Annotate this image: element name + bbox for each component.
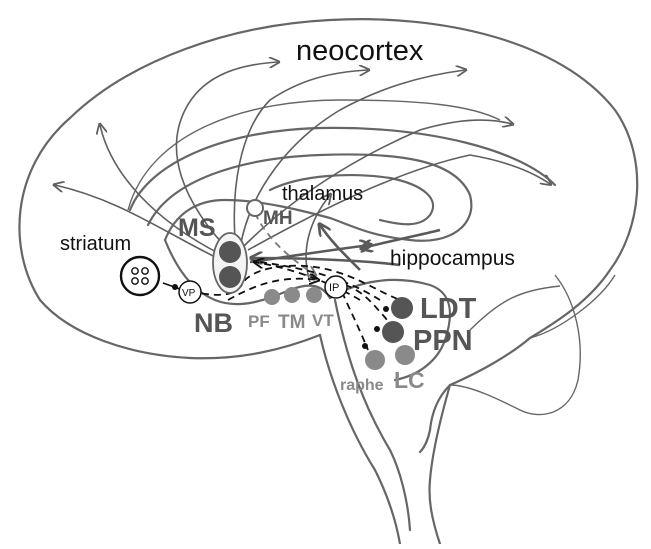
ldt-nucleus xyxy=(391,297,413,319)
ms-nucleus xyxy=(219,241,241,263)
label-ldt: LDT xyxy=(420,293,477,325)
label-raphe: raphe xyxy=(340,377,384,394)
label-striatum: striatum xyxy=(60,233,131,255)
striatum-link-dot xyxy=(172,284,178,290)
label-tm: TM xyxy=(278,312,305,333)
label-ms: MS xyxy=(178,214,216,242)
mh-node xyxy=(247,200,263,216)
lc-nucleus xyxy=(395,345,415,365)
label-mh: MH xyxy=(263,208,293,229)
ldt-dot xyxy=(383,306,389,312)
label-lc: LC xyxy=(394,367,425,393)
label-ip: IP xyxy=(329,282,339,294)
nb-nucleus xyxy=(219,266,241,288)
raphe-nucleus xyxy=(365,350,385,370)
label-nb: NB xyxy=(194,308,233,338)
label-vt: VT xyxy=(312,311,334,330)
label-hippocampus: hippocampus xyxy=(390,247,515,270)
label-ppn: PPN xyxy=(413,325,473,357)
label-neocortex: neocortex xyxy=(296,35,424,67)
neocortical-projections xyxy=(55,62,550,262)
brainstem-left xyxy=(320,335,400,544)
vt-nucleus xyxy=(306,287,322,303)
ppn-dot xyxy=(374,326,380,332)
label-vp: VP xyxy=(182,288,196,299)
pf-nucleus xyxy=(264,289,280,305)
label-pf: PF xyxy=(248,312,270,331)
raphe-dot xyxy=(362,343,368,349)
brainstem-right xyxy=(429,385,450,544)
ppn-nucleus xyxy=(382,321,404,343)
striatum-node xyxy=(121,257,159,295)
tm-nucleus xyxy=(284,287,300,303)
label-thalamus: thalamus xyxy=(282,183,363,205)
